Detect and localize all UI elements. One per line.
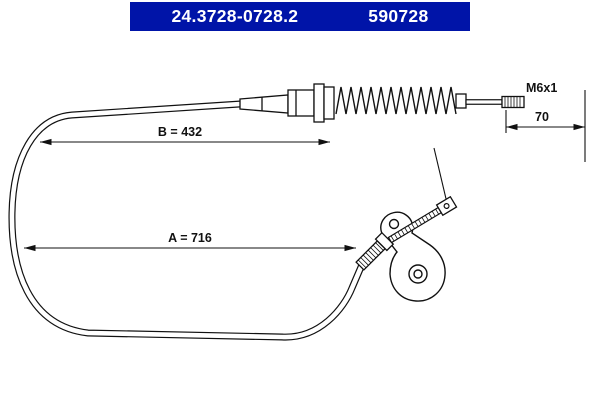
inner-rod <box>465 99 503 105</box>
dimension-b-label: B = 432 <box>158 125 202 139</box>
dimension-a-label: A = 716 <box>168 231 212 245</box>
part-number: 24.3728-0728.2 <box>171 6 299 26</box>
dimension-70-label: 70 <box>535 110 549 124</box>
threaded-end <box>501 95 525 109</box>
clevis-pin <box>443 203 450 210</box>
catalog-number: 590728 <box>368 6 429 26</box>
lock-nut <box>374 231 395 252</box>
dimension-70 <box>505 90 586 162</box>
bellows-spring <box>335 86 467 115</box>
bracket-hole-small <box>388 218 400 230</box>
header-bar: 24.3728-0728.2 590728 <box>130 2 470 31</box>
leader-line <box>433 147 448 204</box>
thread-spec-label: M6x1 <box>526 81 557 95</box>
threaded-adjuster <box>355 231 395 271</box>
bracket-hole-large-inner <box>413 269 423 279</box>
outer-sleeve-fitting <box>239 83 335 123</box>
cable-outline <box>8 100 368 341</box>
threaded-rod <box>387 195 458 244</box>
